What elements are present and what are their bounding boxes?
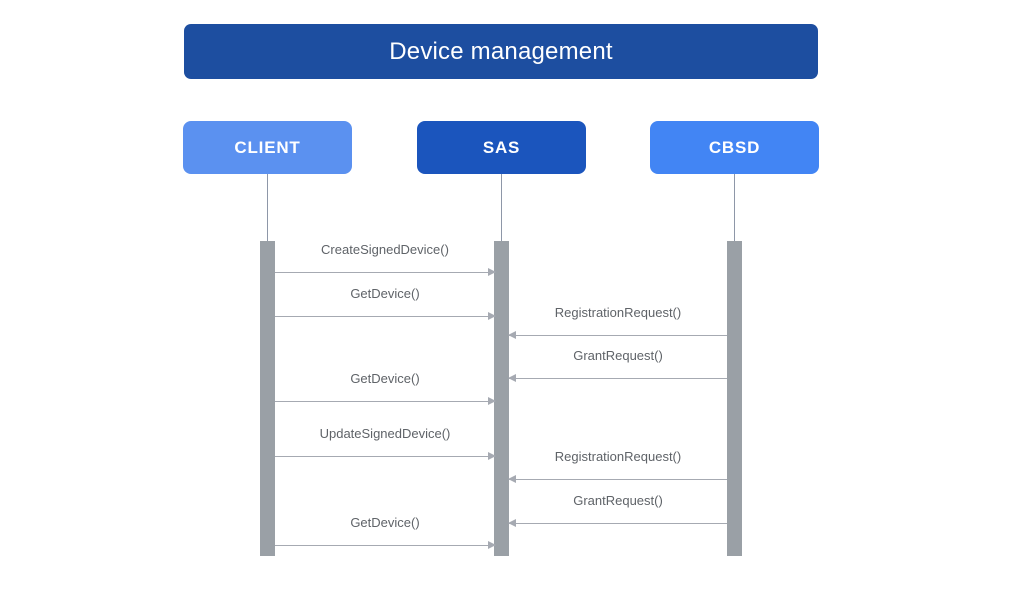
arrowhead-left-icon [508, 519, 516, 527]
arrowhead-left-icon [508, 475, 516, 483]
message-label-4: GrantRequest() [573, 348, 663, 363]
participant-box-cbsd[interactable]: CBSD [650, 121, 819, 174]
activation-bar-cbsd [727, 241, 742, 556]
message-arrow-5[interactable]: GetDevice() [275, 371, 496, 405]
message-arrow-8[interactable]: GrantRequest() [508, 493, 727, 527]
message-label-7: RegistrationRequest() [554, 449, 682, 464]
message-label-6: UpdateSignedDevice() [319, 426, 451, 441]
lifeline-client [267, 174, 268, 241]
message-arrow-3[interactable]: RegistrationRequest() [508, 305, 727, 339]
arrowhead-left-icon [508, 374, 516, 382]
message-label-1: CreateSignedDevice() [321, 242, 449, 257]
arrowhead-right-icon [488, 397, 496, 405]
message-arrow-2[interactable]: GetDevice() [275, 286, 496, 320]
participant-box-sas[interactable]: SAS [417, 121, 586, 174]
participant-label-cbsd: CBSD [708, 138, 761, 157]
message-line-2 [275, 316, 495, 317]
message-line-6 [275, 456, 495, 457]
message-line-8 [509, 523, 727, 524]
diagram-title-banner: Device management [184, 24, 818, 79]
message-label-2: GetDevice() [350, 286, 420, 301]
message-label-3: RegistrationRequest() [554, 305, 682, 320]
message-line-7 [509, 479, 727, 480]
activation-bar-sas [494, 241, 509, 556]
arrowhead-right-icon [488, 268, 496, 276]
lifeline-sas [501, 174, 502, 241]
arrowhead-right-icon [488, 312, 496, 320]
message-arrow-4[interactable]: GrantRequest() [508, 348, 727, 382]
message-line-1 [275, 272, 495, 273]
message-arrow-7[interactable]: RegistrationRequest() [508, 449, 727, 483]
page-title: Device management [389, 37, 613, 65]
message-line-5 [275, 401, 495, 402]
message-label-9: GetDevice() [350, 515, 420, 530]
activation-bar-client [260, 241, 275, 556]
message-arrow-9[interactable]: GetDevice() [275, 515, 496, 549]
message-arrow-1[interactable]: CreateSignedDevice() [275, 242, 496, 276]
message-arrow-6[interactable]: UpdateSignedDevice() [275, 426, 496, 460]
message-line-4 [509, 378, 727, 379]
message-line-9 [275, 545, 495, 546]
message-label-8: GrantRequest() [573, 493, 663, 508]
participant-box-client[interactable]: CLIENT [183, 121, 352, 174]
lifeline-cbsd [734, 174, 735, 241]
participant-label-client: CLIENT [234, 138, 301, 157]
arrowhead-right-icon [488, 452, 496, 460]
arrowhead-right-icon [488, 541, 496, 549]
message-label-5: GetDevice() [350, 371, 420, 386]
arrowhead-left-icon [508, 331, 516, 339]
message-line-3 [509, 335, 727, 336]
participant-label-sas: SAS [482, 138, 521, 157]
